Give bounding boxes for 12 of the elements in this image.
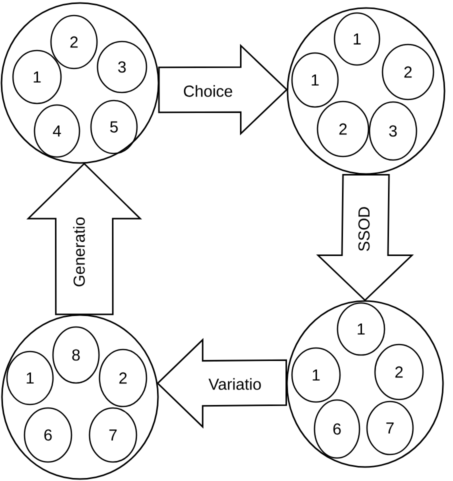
large-circle <box>286 7 446 175</box>
large-circle <box>0 2 160 164</box>
block-arrow <box>158 44 288 136</box>
edge-label: Generatio <box>72 216 86 288</box>
block-arrow <box>316 174 414 302</box>
edge-label: Variatio <box>207 377 263 391</box>
edge-label: Choice <box>182 84 234 98</box>
edge-label: SSOD <box>357 205 371 253</box>
block-arrow <box>26 162 142 316</box>
large-circle <box>1 314 159 480</box>
large-circle <box>286 300 444 468</box>
block-arrow <box>156 338 288 429</box>
